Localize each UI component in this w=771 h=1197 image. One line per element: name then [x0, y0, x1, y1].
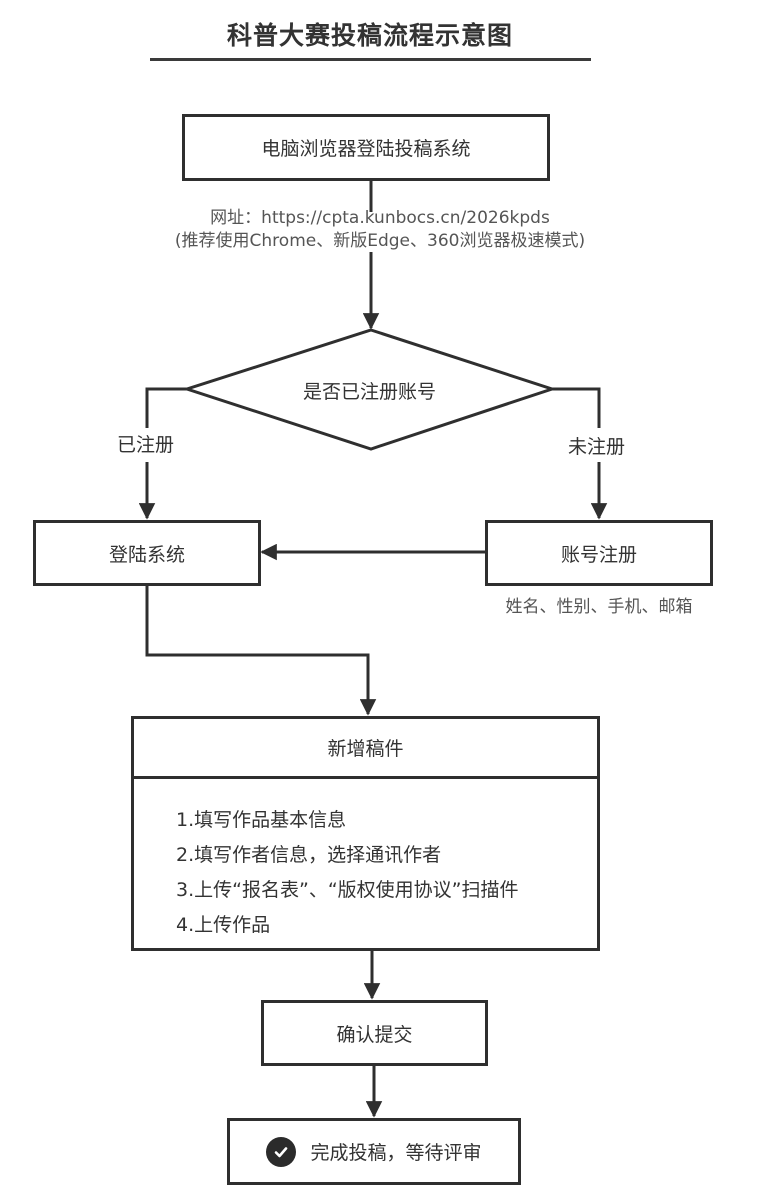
- node-new-submission: 新增稿件 1.填写作品基本信息 2.填写作者信息，选择通讯作者 3.上传“报名表…: [131, 716, 600, 951]
- decision-diamond: [182, 328, 557, 451]
- check-circle-icon: [266, 1136, 297, 1167]
- step-item: 2.填写作者信息，选择通讯作者: [176, 844, 442, 866]
- url-note: 网址：https://cpta.kunbocs.cn/2026kpds (推荐使…: [140, 207, 620, 253]
- node-login: 登陆系统: [33, 520, 261, 586]
- diagram-title: 科普大赛投稿流程示意图: [226, 21, 513, 50]
- decision-label: 是否已注册账号: [302, 381, 436, 403]
- edge-label-registered: 已注册: [117, 434, 175, 456]
- connector-registered-branch: [145, 387, 187, 428]
- node-register-label: 账号注册: [560, 543, 637, 566]
- step-item: 3.上传“报名表”、“版权使用协议”扫描件: [176, 879, 519, 901]
- node-login-label: 登陆系统: [108, 543, 185, 566]
- new-submission-steps: 1.填写作品基本信息 2.填写作者信息，选择通讯作者 3.上传“报名表”、“版权…: [134, 779, 597, 943]
- url-line: 网址：https://cpta.kunbocs.cn/2026kpds: [210, 208, 550, 228]
- step-item: 1.填写作品基本信息: [176, 809, 347, 831]
- node-start: 电脑浏览器登陆投稿系统: [182, 114, 550, 181]
- node-done-label: 完成投稿，等待评审: [310, 1142, 482, 1164]
- edge-label-not-registered: 未注册: [568, 436, 626, 458]
- new-submission-header: 新增稿件: [134, 719, 597, 779]
- new-submission-title: 新增稿件: [327, 738, 404, 760]
- title-underline: [150, 58, 591, 61]
- node-register: 账号注册: [485, 520, 713, 586]
- step-item: 4.上传作品: [176, 914, 271, 936]
- connector-login-to-new: [145, 585, 377, 716]
- register-fields-note: 姓名、性别、手机、邮箱: [505, 597, 693, 617]
- browser-recommendation: (推荐使用Chrome、新版Edge、360浏览器极速模式): [174, 231, 586, 251]
- node-confirm: 确认提交: [261, 1000, 488, 1066]
- node-confirm-label: 确认提交: [336, 1023, 413, 1046]
- connector-unregistered-branch: [552, 387, 601, 428]
- node-start-label: 电脑浏览器登陆投稿系统: [261, 138, 471, 160]
- node-done: 完成投稿，等待评审: [227, 1118, 521, 1185]
